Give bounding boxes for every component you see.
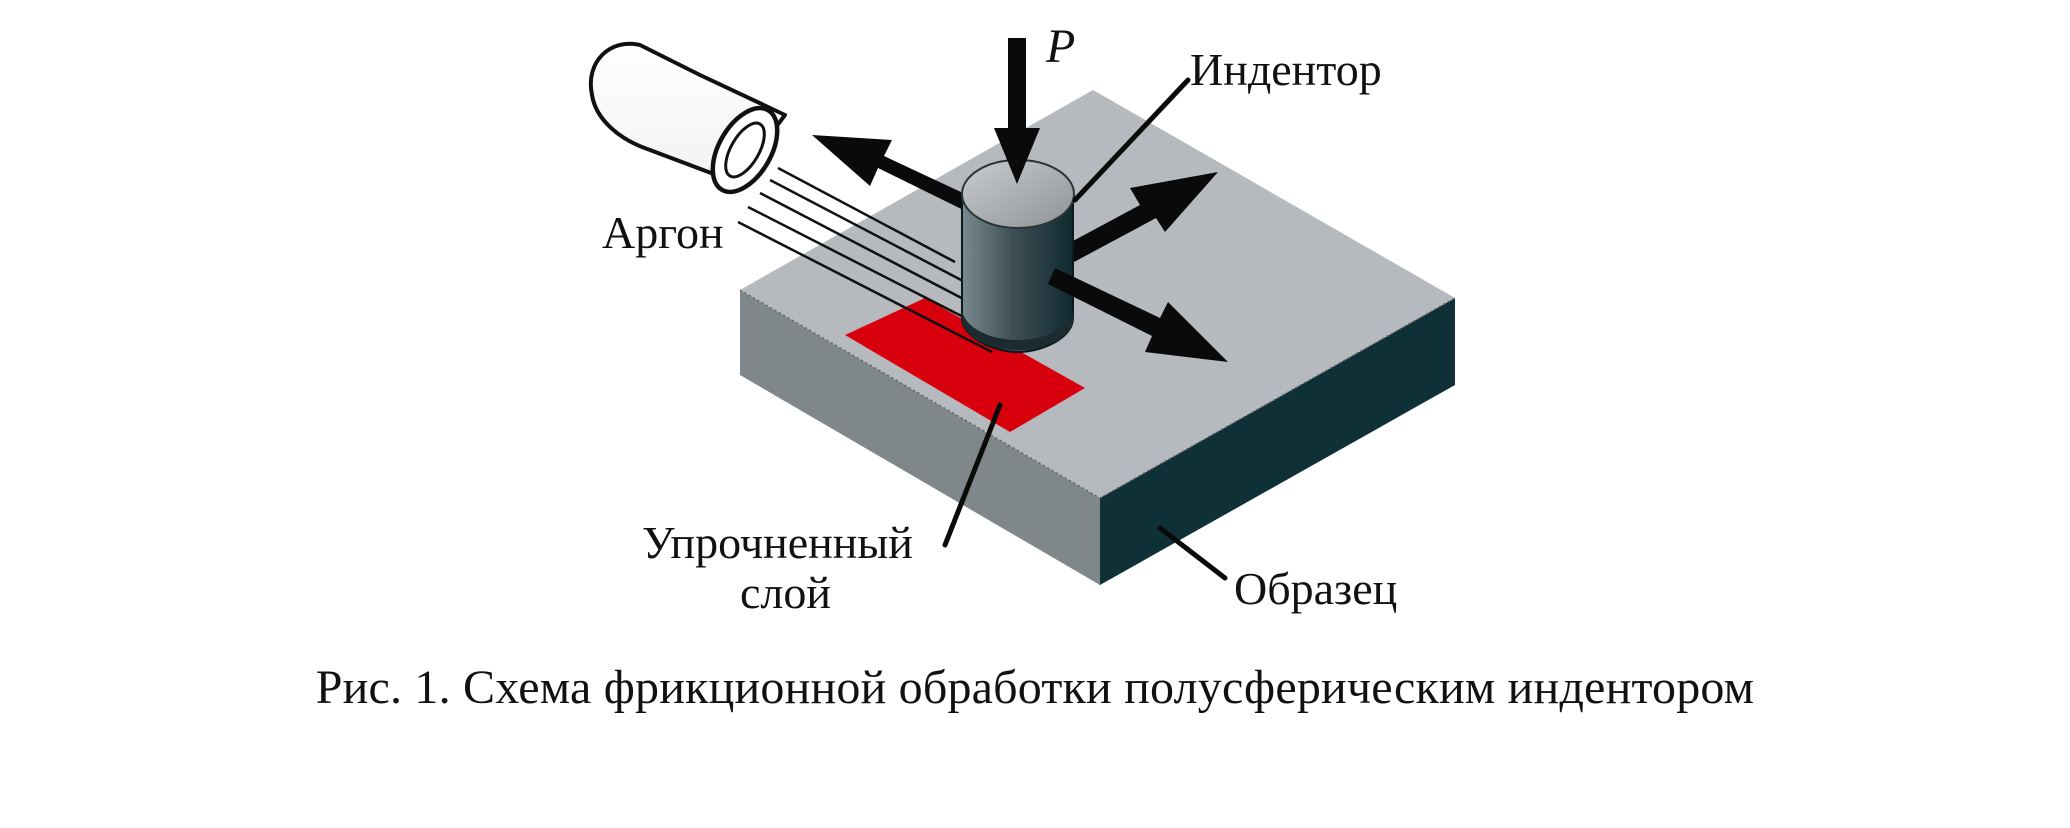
argon-nozzle-icon — [588, 41, 787, 195]
arrow-lower-right — [1048, 268, 1228, 362]
sample-label: Образец — [1234, 563, 1397, 614]
leader-indenter — [1072, 77, 1191, 203]
indenter-icon — [961, 159, 1075, 354]
argon-label: Аргон — [602, 207, 724, 258]
leader-lines — [942, 77, 1228, 581]
force-arrow — [994, 38, 1040, 184]
leader-sample — [1157, 525, 1228, 581]
argon-streams — [737, 166, 993, 354]
indenter-label: Индентор — [1190, 44, 1382, 95]
hardened-layer — [845, 298, 1085, 432]
arrow-upper-left — [812, 135, 1008, 228]
sample-right-face — [1100, 298, 1455, 585]
motion-arrows-back — [812, 135, 1218, 262]
sample-edge-highlight — [739, 289, 1456, 499]
force-label: P — [1045, 20, 1075, 73]
sample-left-face — [740, 290, 1100, 585]
arrow-upper-right — [1060, 172, 1218, 262]
figure-caption: Рис. 1. Схема фрикционной обработки полу… — [315, 661, 1755, 714]
leader-hardened-layer — [942, 402, 1003, 548]
hardened-layer-label-line2: слой — [740, 567, 831, 618]
hardened-layer-label-line1: Упрочненный — [642, 517, 913, 568]
friction-treatment-diagram: P Индентор Аргон Упрочненный слой Образе… — [588, 20, 1456, 618]
